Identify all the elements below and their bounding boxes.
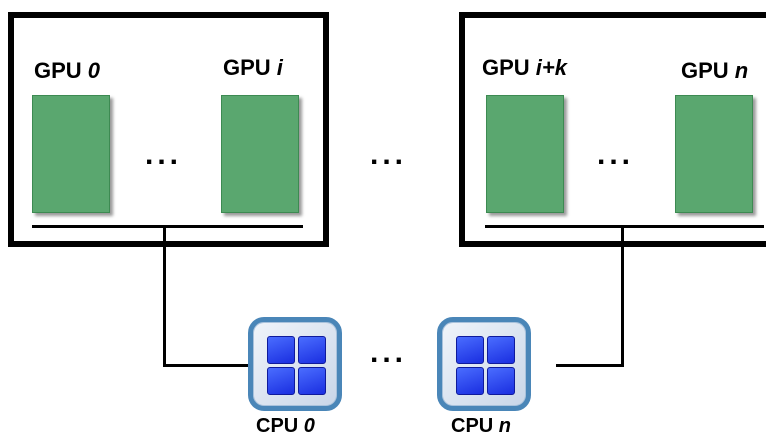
- node-ellipsis: ...: [370, 138, 408, 171]
- gpu-i-block: [221, 95, 299, 213]
- cpu-label-n: CPU n: [451, 415, 512, 437]
- cpu-ellipsis: ...: [370, 336, 408, 369]
- wire-left-vertical: [163, 225, 166, 367]
- gpu-ellipsis-left: ...: [145, 138, 183, 171]
- bus-right: [485, 225, 764, 228]
- wire-right-vertical: [621, 225, 624, 367]
- wire-left-horizontal: [163, 364, 248, 367]
- cpu-n-icon: [437, 317, 531, 411]
- bus-left: [32, 225, 303, 228]
- gpu-label-i-plus-k: GPU i+k: [482, 55, 567, 80]
- gpu-i-plus-k-block: [486, 95, 564, 213]
- gpu-label-n: GPU n: [681, 58, 749, 83]
- gpu-0-block: [32, 95, 110, 213]
- gpu-ellipsis-right: ...: [597, 138, 635, 171]
- cpu-label-0: CPU 0: [256, 415, 315, 437]
- cpu-0-icon: [248, 317, 342, 411]
- gpu-n-block: [675, 95, 753, 213]
- wire-right-horizontal: [556, 364, 624, 367]
- gpu-label-0: GPU 0: [34, 58, 101, 83]
- gpu-label-i: GPU i: [223, 55, 283, 80]
